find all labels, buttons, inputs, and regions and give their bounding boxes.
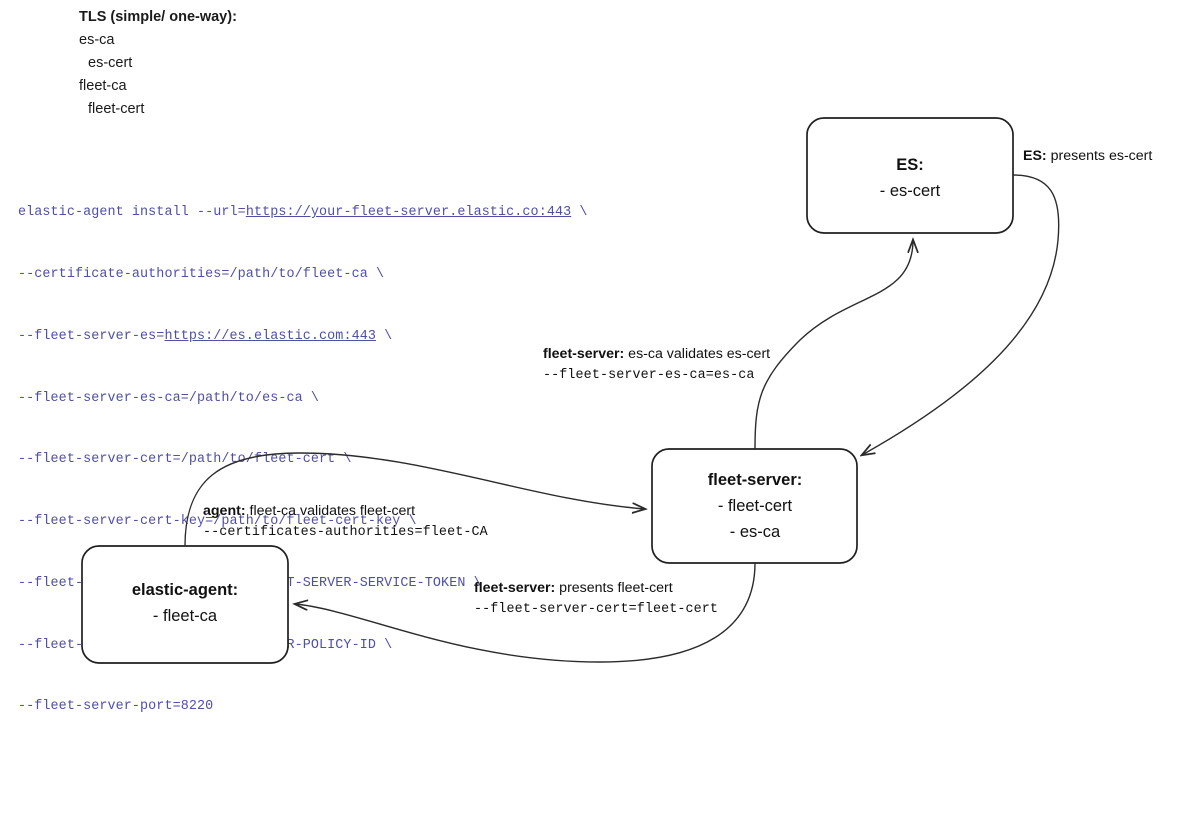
- edge-label-fleet-validates-line1: fleet-server: es-ca validates es-cert: [543, 344, 770, 365]
- legend-title: TLS (simple/ one-way):: [79, 9, 237, 25]
- edge-elastic-agent-to-fleet-server: [184, 452, 645, 547]
- node-elastic-agent-box[interactable]: [81, 545, 289, 664]
- legend-line-fleet-ca: fleet-ca: [79, 78, 127, 94]
- command-line-2: --certificate-authorities=/path/to/fleet…: [18, 266, 385, 282]
- edge-label-fleet-validates-flag: --fleet-server-es-ca=es-ca: [543, 368, 755, 383]
- edge-label-agent-validates-flag: --certificates-authorities=fleet-CA: [203, 525, 488, 540]
- edge-label-fleet-server-presents: fleet-server: presents fleet-cert --flee…: [474, 578, 718, 620]
- command-line-1-prefix: elastic-agent install --url=: [18, 205, 246, 221]
- command-line-6: --fleet-server-cert-key=/path/to/fleet-c…: [18, 514, 417, 530]
- edge-fleet-server-to-es: [754, 240, 913, 450]
- edge-label-agent-validates-actor: agent:: [203, 503, 246, 519]
- edge-label-fleet-presents-text: presents fleet-cert: [555, 580, 673, 596]
- legend-line-es-ca: es-ca: [79, 32, 115, 48]
- edge-label-fleet-validates-actor: fleet-server:: [543, 346, 625, 362]
- command-line-4: --fleet-server-es-ca=/path/to/es-ca \: [18, 390, 320, 406]
- edge-label-agent-validates-line1: agent: fleet-ca validates fleet-cert: [203, 501, 488, 522]
- command-line-3-suffix: \: [375, 328, 393, 344]
- command-line-3: --fleet-server-es=https://es.elastic.com…: [18, 327, 588, 348]
- tls-legend: TLS (simple/ one-way): es-ca es-cert fle…: [79, 6, 237, 121]
- command-line-9: --fleet-server-port=8220: [18, 699, 214, 715]
- edge-es-to-fleet-server: [862, 174, 1060, 455]
- edge-label-es-presents-actor: ES:: [1023, 148, 1047, 164]
- edge-label-fleet-presents-line1: fleet-server: presents fleet-cert: [474, 578, 718, 599]
- edge-label-fleet-presents-flag: --fleet-server-cert=fleet-cert: [474, 602, 719, 617]
- edge-label-es-presents: ES: presents es-cert: [1023, 146, 1152, 167]
- fleet-server-url-link[interactable]: https://your-fleet-server.elastic.co:443: [245, 205, 572, 221]
- edge-label-agent-validates-text: fleet-ca validates fleet-cert: [245, 503, 416, 519]
- node-es-box[interactable]: [806, 117, 1014, 234]
- legend-line-es-cert: es-cert: [88, 55, 133, 71]
- command-line-1: elastic-agent install --url=https://your…: [18, 203, 588, 224]
- command-line-1-suffix: \: [571, 205, 588, 221]
- node-fleet-server-box[interactable]: [651, 448, 858, 564]
- es-url-link[interactable]: https://es.elastic.com:443: [164, 328, 376, 344]
- legend-line-fleet-cert: fleet-cert: [88, 101, 145, 117]
- edge-fleet-server-to-elastic-agent: [295, 562, 756, 663]
- edge-label-fleet-server-validates: fleet-server: es-ca validates es-cert --…: [543, 344, 770, 386]
- edge-label-fleet-presents-actor: fleet-server:: [474, 580, 556, 596]
- edge-label-fleet-validates-text: es-ca validates es-cert: [624, 346, 771, 362]
- edge-label-es-presents-line1: ES: presents es-cert: [1023, 146, 1152, 167]
- edge-label-es-presents-text: presents es-cert: [1046, 148, 1153, 164]
- command-line-3-prefix: --fleet-server-es=: [18, 328, 165, 344]
- edge-label-agent-validates: agent: fleet-ca validates fleet-cert --c…: [203, 501, 488, 543]
